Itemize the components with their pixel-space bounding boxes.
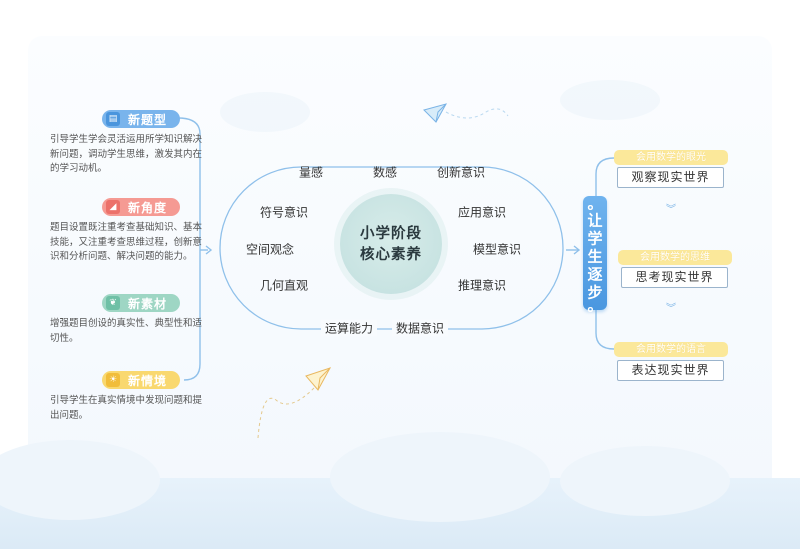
banner-char: 。	[587, 194, 603, 213]
tag-label: 新角度	[128, 200, 168, 215]
tag-label: 新情境	[128, 373, 168, 388]
book-icon: ▤	[106, 112, 120, 126]
cloud-decoration	[0, 440, 160, 520]
literacy-item: 空间观念	[245, 242, 295, 257]
literacy-item: 应用意识	[457, 205, 507, 220]
banner-char: 逐	[587, 265, 603, 284]
sun-icon: ☀	[106, 373, 120, 387]
banner-char: 让	[587, 211, 603, 230]
goal-label: 表达现实世界	[617, 360, 724, 381]
tag-description: 引导学生学会灵活运用所学知识解决新问题，调动学生思维，激发其内在的学习动机。	[50, 134, 203, 174]
goal-heading: 会用数学的思维	[618, 250, 732, 265]
literacy-item: 创新意识	[436, 165, 486, 180]
cloud-decoration	[560, 446, 730, 516]
cloud-decoration	[330, 432, 550, 522]
tag-new-angle: ◢ 新角度	[102, 198, 180, 216]
literacy-item: 推理意识	[457, 278, 507, 293]
tag-description: 引导学生在真实情境中发现问题和提出问题。	[50, 395, 203, 421]
literacy-item: 量感	[298, 165, 324, 180]
goal-label: 观察现实世界	[617, 167, 724, 188]
center-title-line2: 核心素养	[360, 247, 422, 263]
tag-new-material: ❦ 新素材	[102, 294, 180, 312]
goal-heading: 会用数学的眼光	[614, 150, 728, 165]
banner-char: 。	[587, 296, 603, 315]
chevron-down-icon: ︾	[666, 303, 676, 315]
tag-label: 新题型	[128, 112, 168, 127]
tag-description: 题目设置既注重考查基础知识、基本技能，又注重考查思维过程，创新意识和分析问题、解…	[50, 222, 203, 262]
literacy-item: 运算能力	[320, 319, 378, 337]
cloud-decoration	[220, 92, 310, 132]
cloud-decoration	[560, 80, 660, 120]
literacy-item: 符号意识	[259, 205, 309, 220]
banner-char: 生	[587, 247, 603, 266]
leaf-icon: ❦	[106, 296, 120, 310]
literacy-item: 模型意识	[472, 242, 522, 257]
chevron-down-icon: ︾	[666, 204, 676, 216]
paper-plane-icon	[257, 367, 332, 439]
tag-label: 新素材	[128, 296, 168, 311]
literacy-item: 数感	[372, 165, 398, 180]
core-literacy-circle	[340, 194, 442, 294]
banner-char: 步	[587, 283, 603, 302]
goal-label: 思考现实世界	[621, 267, 728, 288]
angle-icon: ◢	[106, 200, 120, 214]
goal-heading: 会用数学的语言	[614, 342, 728, 357]
center-title-line1: 小学阶段	[360, 226, 422, 242]
tag-new-context: ☀ 新情境	[102, 371, 180, 389]
literacy-item: 几何直观	[259, 278, 309, 293]
paper-plane-icon	[423, 103, 509, 123]
tag-description: 增强题目创设的真实性、典型性和适切性。	[50, 318, 203, 344]
literacy-item: 数据意识	[391, 319, 449, 337]
tag-new-question-type: ▤ 新题型	[102, 110, 180, 128]
banner-char: 学	[587, 229, 603, 248]
banner-let-students	[583, 196, 607, 310]
